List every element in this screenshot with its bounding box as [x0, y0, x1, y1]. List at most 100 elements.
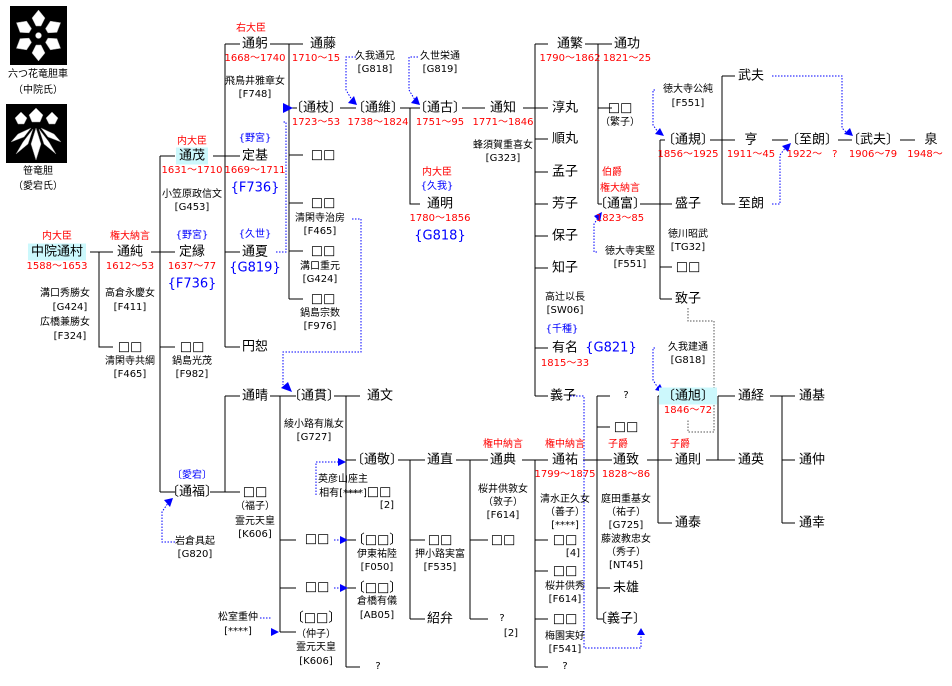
person-name: □□: [242, 484, 268, 500]
person-rank-or-years: 1790～1862: [539, 53, 601, 64]
person-name: 武夫: [737, 68, 765, 84]
person-note: [F614]: [486, 510, 520, 521]
person-name: 通文: [366, 388, 394, 404]
person-note: 綾小路有胤女: [284, 419, 344, 430]
person-note: [SW06]: [546, 305, 584, 316]
person-note: [NT45]: [608, 560, 644, 571]
person-note: 広橋兼勝女: [40, 317, 90, 328]
person-note: 岩倉具起: [175, 536, 215, 547]
person-name: 〔通規〕: [661, 132, 715, 148]
person-note: [K606]: [299, 656, 333, 667]
person-note: （福子）: [235, 501, 275, 512]
person-name: □□: [310, 195, 336, 211]
family-reference: {G821}: [585, 340, 637, 356]
person-note: [TG32]: [670, 242, 706, 253]
person-name: □□: [304, 579, 330, 595]
family-branch-label: {野宮}: [175, 230, 209, 241]
family-reference: {F736}: [230, 180, 280, 196]
person-name: 盛子: [674, 196, 702, 212]
person-name: 通晴: [241, 388, 269, 404]
person-rank-or-years: 1856～1925: [657, 149, 719, 160]
person-name: 順丸: [551, 131, 579, 147]
person-note: [G818]: [670, 355, 706, 366]
person-rank-or-years: 1612～53: [105, 261, 155, 272]
person-rank-or-years: 右大臣: [236, 23, 266, 34]
person-name: 〔武夫〕: [846, 132, 900, 148]
person-name: 芳子: [551, 196, 579, 212]
person-name: 通明: [426, 196, 454, 212]
person-rank-or-years: 1780～1856: [409, 213, 471, 224]
person-note: ?: [499, 613, 505, 624]
person-note: [F465]: [113, 369, 147, 380]
person-name: □□: [427, 532, 453, 548]
person-name: 致子: [674, 291, 702, 307]
person-name: 〔義子〕: [593, 611, 647, 627]
person-name: 通経: [737, 388, 765, 404]
person-note: [F748]: [238, 89, 272, 100]
person-name: 〔通富〕: [593, 196, 647, 212]
person-note: [G727]: [296, 432, 332, 443]
person-note: [F050]: [360, 562, 394, 573]
person-name: 通夏: [241, 244, 269, 260]
person-name: 通直: [426, 452, 454, 468]
rindo-wheel-crest-icon: [10, 6, 67, 65]
person-name: 通基: [798, 388, 826, 404]
person-note: 清閑寺治房: [295, 213, 345, 224]
person-name: 孟子: [551, 164, 579, 180]
person-name: 円恕: [241, 339, 269, 355]
person-name-highlighted: 〔通旭〕: [658, 387, 718, 405]
person-rank-or-years: 1710～15: [291, 53, 341, 64]
person-rank-or-years: 権大納言: [600, 183, 640, 194]
person-note: 溝口重元: [300, 261, 340, 272]
person-note: [****]: [551, 520, 579, 531]
person-rank-or-years: 1846～72: [663, 405, 713, 416]
person-rank-or-years: 1911～45: [726, 149, 776, 160]
person-name: 通躬: [241, 36, 269, 52]
person-note: 蜂須賀重喜女: [473, 140, 533, 151]
person-note: [F551]: [613, 259, 647, 270]
person-name: 泉: [924, 132, 938, 148]
person-note: [4]: [565, 548, 581, 559]
person-note: [2]: [379, 500, 395, 511]
adoption-links: [161, 56, 849, 649]
person-name: □□: [552, 563, 578, 579]
person-name: □□: [310, 243, 336, 259]
person-name: 〔通福〕: [165, 484, 219, 500]
person-name: 通功: [613, 36, 641, 52]
person-rank-or-years: 伯爵: [602, 167, 622, 178]
person-note: 清閑寺共綱: [105, 356, 155, 367]
person-note: [G725]: [608, 520, 644, 531]
person-note: 鍋島光茂: [172, 356, 212, 367]
person-name: □□: [179, 339, 205, 355]
person-note: [G323]: [485, 153, 521, 164]
family-branch-label: 〔愛宕〕: [172, 470, 212, 481]
person-rank-or-years: 1906～79: [848, 149, 898, 160]
person-rank-or-years: 1823～85: [595, 213, 645, 224]
person-note: [G424]: [52, 302, 88, 313]
person-rank-or-years: 1948～: [907, 149, 943, 160]
person-note: [2]: [503, 628, 519, 639]
person-note: 高倉永慶女: [105, 288, 155, 299]
person-rank-or-years: 子爵: [608, 439, 628, 450]
relation-link-grey: [687, 308, 715, 433]
person-rank-or-years: 内大臣: [177, 136, 207, 147]
person-note: （秀子）: [606, 547, 646, 558]
person-rank-or-years: 1668～1740: [224, 53, 286, 64]
person-note: 英彦山座主: [318, 474, 368, 485]
person-note: 徳大寺実堅: [605, 246, 655, 257]
person-note: [F976]: [303, 321, 337, 332]
person-note: [F465]: [303, 226, 337, 237]
crest-caption: 六つ花竜胆車: [8, 69, 68, 80]
person-rank-or-years: 1751～95: [415, 117, 465, 128]
person-rank-or-years: 1828～86: [601, 469, 651, 480]
person-name: 定基: [241, 148, 269, 164]
person-rank-or-years: 1723～53: [291, 117, 341, 128]
person-name-highlighted: 中院通村: [27, 243, 87, 261]
person-name: 〔通貫〕: [287, 388, 341, 404]
person-name: 通泰: [674, 515, 702, 531]
person-note: [F614]: [548, 594, 582, 605]
person-note: 倉橋有儀: [357, 596, 397, 607]
person-name: 通致: [612, 452, 640, 468]
person-note: ?: [375, 661, 381, 672]
